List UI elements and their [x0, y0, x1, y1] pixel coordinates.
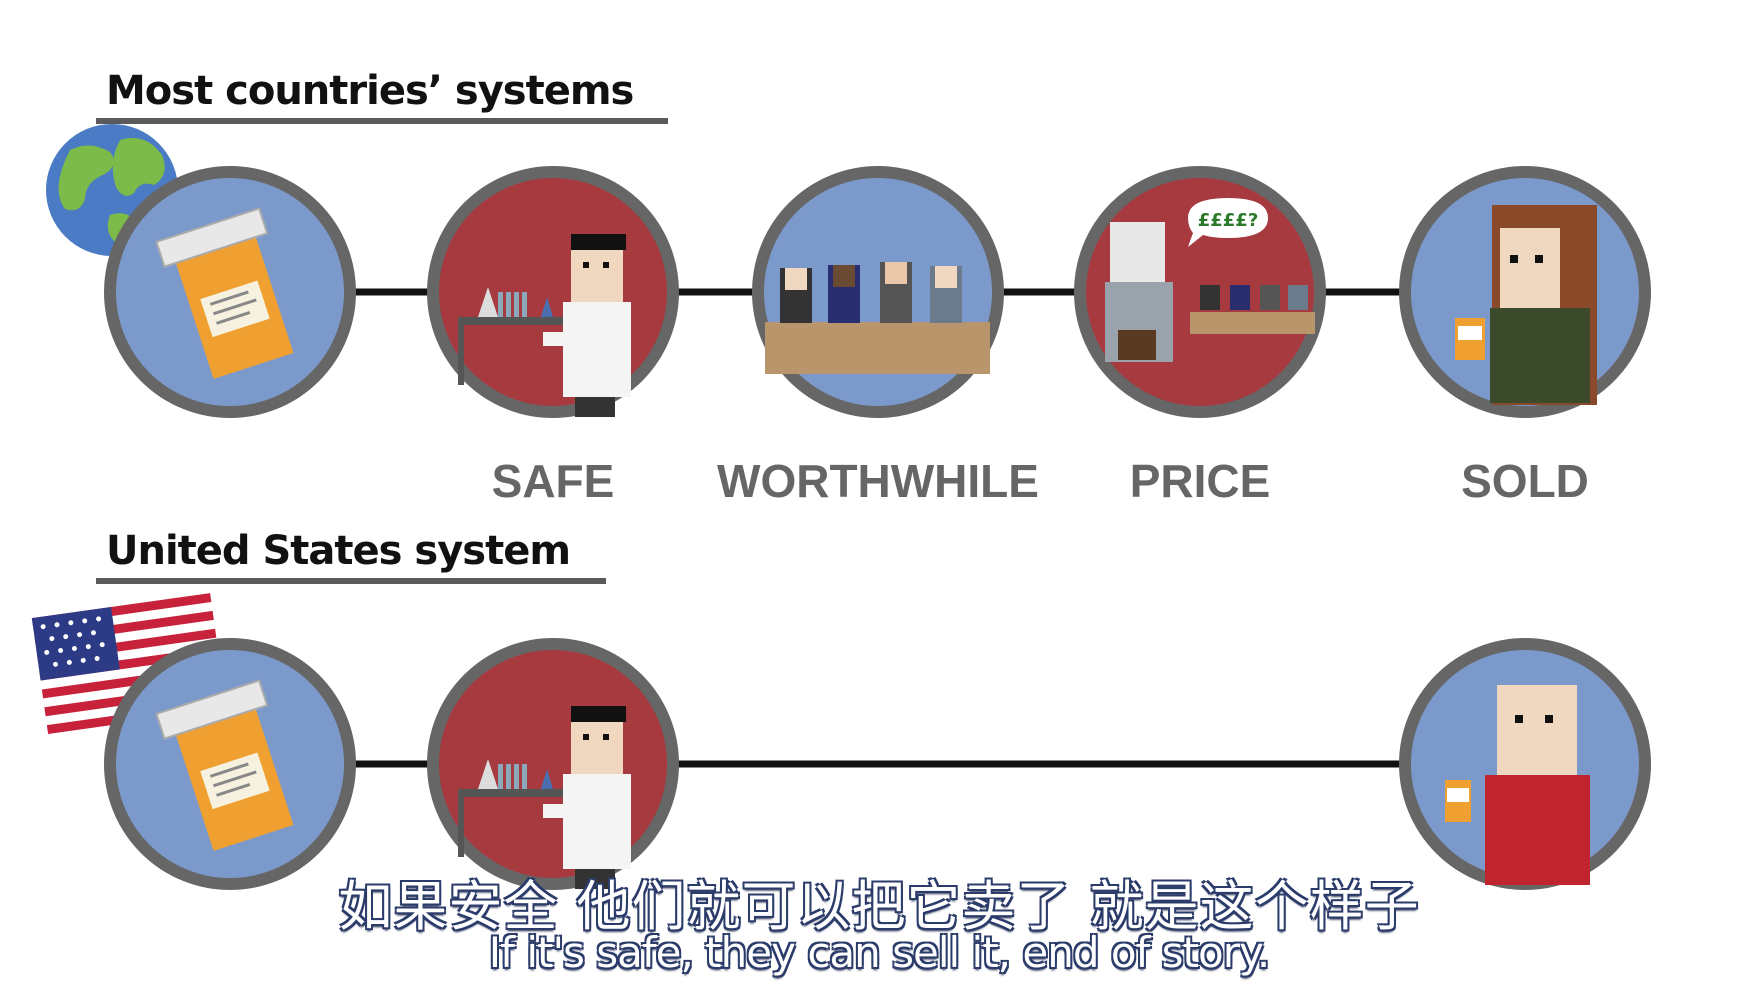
title-underline — [96, 578, 606, 584]
pill-bottle-icon-row1 — [104, 166, 356, 418]
stage-label-sold: SOLD — [1461, 455, 1589, 507]
section-title-most-countries: Most countries’ systems — [106, 68, 634, 114]
stage-label-price: PRICE — [1129, 455, 1271, 507]
subtitle-chinese: 如果安全 他们就可以把它卖了 就是这个样子 — [338, 875, 1420, 938]
panel-experts-icon — [752, 166, 1004, 418]
section-title-united-states: United States system — [106, 528, 571, 574]
stage-label-safe: SAFE — [491, 455, 615, 507]
price-negotiation-icon: ££££? — [1074, 166, 1326, 418]
pill-bottle-icon-row2 — [104, 638, 356, 890]
subtitle-english: If it's safe, they can sell it, end of s… — [488, 928, 1270, 977]
patient-buyer-icon-row1 — [1399, 166, 1651, 418]
scientist-lab-icon-row2 — [427, 638, 679, 890]
scientist-lab-icon-row1 — [427, 166, 679, 418]
price-speech-bubble: ££££? — [1198, 210, 1259, 231]
patient-buyer-icon-row2 — [1399, 638, 1651, 890]
title-underline — [96, 118, 668, 124]
stage-label-worthwhile: WORTHWHILE — [717, 455, 1039, 507]
